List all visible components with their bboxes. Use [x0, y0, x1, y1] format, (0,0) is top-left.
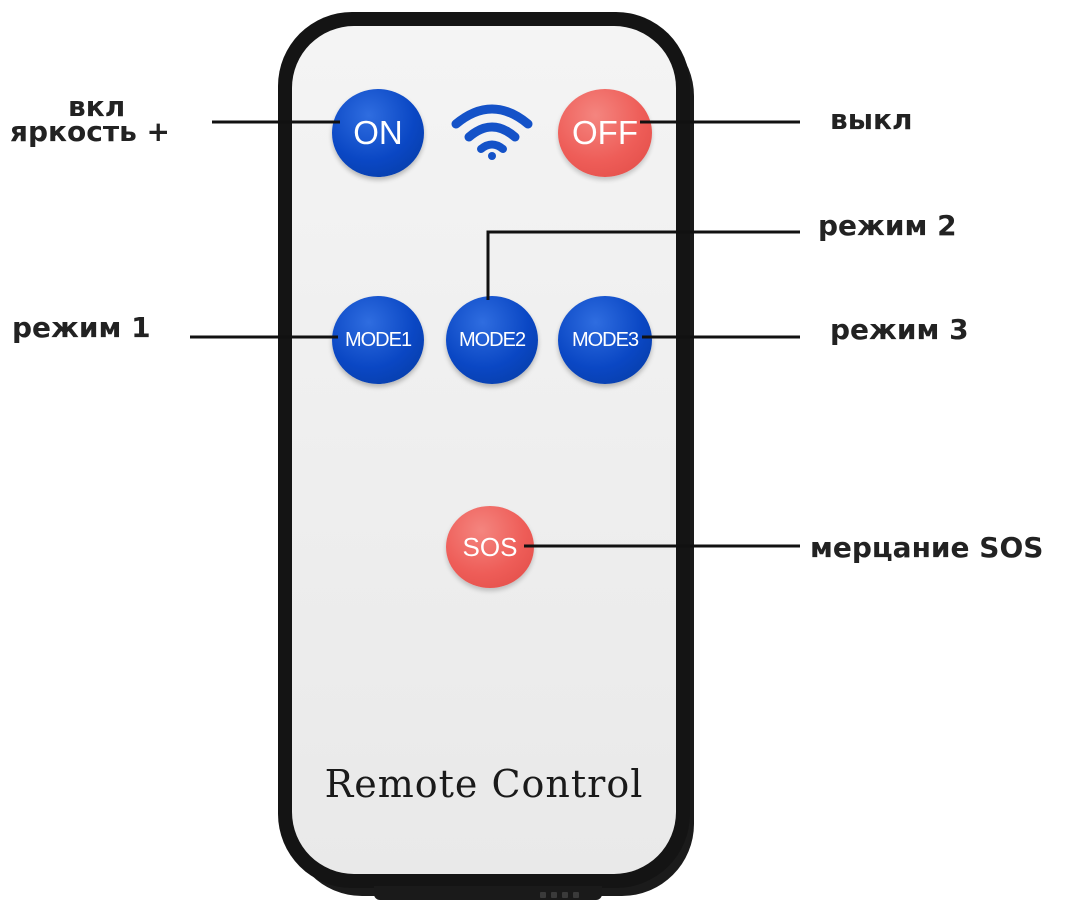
mode3-button-label: MODE3: [571, 328, 639, 351]
remote-foot-ridges: [540, 892, 580, 898]
remote-brand-text: Remote Control: [324, 762, 644, 806]
on-button-label: ON: [353, 114, 403, 151]
wifi-icon: [451, 104, 533, 160]
callout-mode3: режим 3: [830, 313, 969, 346]
on-button[interactable]: ON: [332, 89, 424, 177]
sos-button-label: SOS: [462, 531, 518, 562]
callout-mode1: режим 1: [12, 311, 151, 344]
mode2-button-label: MODE2: [458, 328, 526, 351]
callout-on-line2: яркость +: [10, 115, 171, 148]
callout-on-line1: вкл: [68, 90, 126, 123]
callout-off: выкл: [830, 103, 913, 136]
mode1-button-label: MODE1: [344, 328, 412, 351]
callout-mode2: режим 2: [818, 209, 957, 242]
callout-sos: мерцание SOS: [810, 531, 1044, 564]
off-button[interactable]: OFF: [558, 89, 652, 177]
mode2-button[interactable]: MODE2: [446, 296, 538, 384]
mode3-button[interactable]: MODE3: [558, 296, 652, 384]
sos-button[interactable]: SOS: [446, 506, 534, 588]
off-button-label: OFF: [572, 114, 638, 151]
mode1-button[interactable]: MODE1: [332, 296, 424, 384]
